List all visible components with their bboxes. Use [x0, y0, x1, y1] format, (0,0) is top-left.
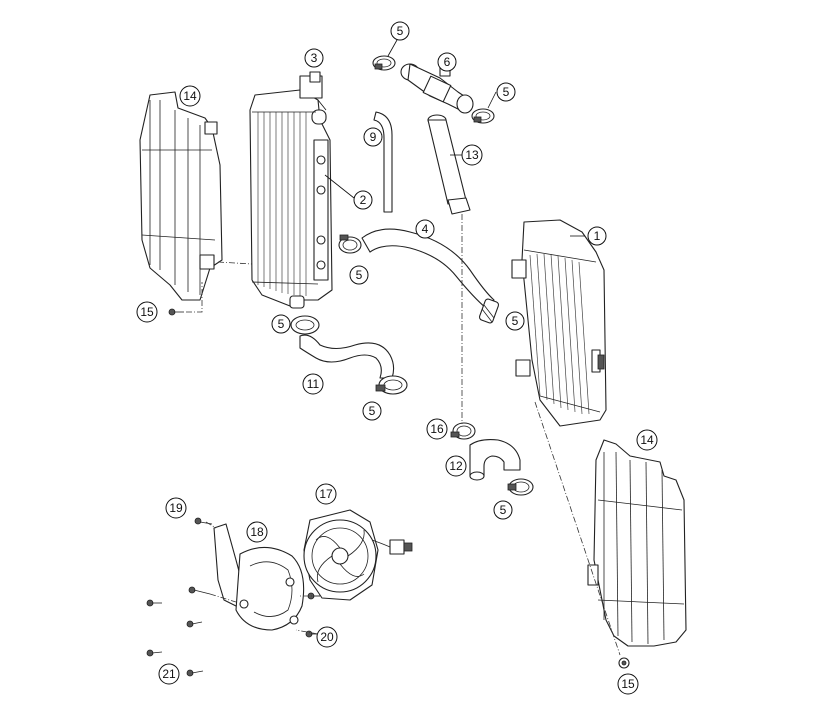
- screw: [168, 308, 184, 316]
- callout-12: 12: [445, 455, 467, 477]
- callout-5: 5: [390, 21, 410, 41]
- assembly-lines: [186, 214, 621, 656]
- callout-2: 2: [353, 190, 373, 210]
- fan-bracket: [213, 523, 305, 631]
- screw: [188, 586, 211, 595]
- hose-clamp: [372, 55, 396, 71]
- svg-text:5: 5: [397, 24, 404, 38]
- thermostat-housing: [400, 63, 474, 114]
- callout-19: 19: [165, 497, 187, 519]
- hose-clamp: [471, 108, 495, 124]
- svg-text:5: 5: [278, 317, 285, 331]
- callout-13: 13: [461, 144, 483, 166]
- svg-text:17: 17: [319, 487, 333, 501]
- callout-5: 5: [349, 265, 369, 285]
- right-radiator-guard: [587, 439, 687, 647]
- callout-5: 5: [362, 401, 382, 421]
- right-radiator: [511, 219, 607, 427]
- svg-text:19: 19: [169, 501, 183, 515]
- callout-5: 5: [271, 314, 291, 334]
- hose-9: [373, 111, 393, 213]
- callout-14: 14: [636, 429, 658, 451]
- hose-clamp: [478, 298, 500, 324]
- hose-11: [299, 334, 395, 379]
- screw: [194, 517, 213, 525]
- svg-text:9: 9: [370, 130, 377, 144]
- left-radiator: [249, 71, 333, 309]
- callout-17: 17: [315, 483, 337, 505]
- hose-13: [427, 114, 471, 215]
- callout-21: 21: [158, 663, 180, 685]
- hose-clamp: [338, 234, 362, 254]
- svg-text:18: 18: [250, 525, 264, 539]
- callout-11: 11: [302, 373, 324, 395]
- callout-5: 5: [496, 82, 516, 102]
- svg-text:12: 12: [449, 459, 463, 473]
- svg-text:21: 21: [162, 667, 176, 681]
- callout-15: 15: [136, 301, 158, 323]
- screw: [186, 669, 204, 677]
- svg-text:5: 5: [369, 404, 376, 418]
- svg-text:5: 5: [503, 85, 510, 99]
- svg-text:15: 15: [140, 305, 154, 319]
- callout-5: 5: [493, 500, 513, 520]
- callout-3: 3: [304, 48, 324, 68]
- callout-6: 6: [437, 52, 457, 72]
- screw: [146, 649, 163, 657]
- svg-text:5: 5: [500, 503, 507, 517]
- callout-20: 20: [316, 626, 338, 648]
- callout-14: 14: [179, 85, 201, 107]
- left-radiator-guard: [139, 91, 223, 301]
- callout-5: 5: [505, 311, 525, 331]
- svg-text:6: 6: [444, 55, 451, 69]
- hose-clamp: [450, 422, 476, 440]
- callout-15: 15: [617, 673, 639, 695]
- hose-clamp: [507, 478, 534, 496]
- callout-16: 16: [426, 418, 448, 440]
- svg-text:20: 20: [320, 630, 334, 644]
- hose-4: [361, 228, 495, 309]
- screw: [305, 630, 318, 638]
- screw: [146, 599, 162, 607]
- svg-text:13: 13: [465, 148, 479, 162]
- svg-text:5: 5: [356, 268, 363, 282]
- hose-clamp: [375, 375, 408, 395]
- hose-12: [469, 439, 521, 481]
- svg-text:2: 2: [360, 193, 367, 207]
- svg-text:4: 4: [422, 222, 429, 236]
- callout-4: 4: [415, 219, 435, 239]
- callout-18: 18: [246, 521, 268, 543]
- screw: [186, 620, 203, 628]
- callout-1: 1: [587, 226, 607, 246]
- leader-lines: [317, 39, 585, 237]
- svg-text:5: 5: [512, 314, 519, 328]
- svg-text:1: 1: [594, 229, 601, 243]
- hose-clamp: [290, 315, 320, 335]
- svg-text:11: 11: [307, 377, 320, 391]
- svg-text:15: 15: [621, 677, 635, 691]
- svg-text:16: 16: [430, 422, 444, 436]
- svg-text:14: 14: [640, 433, 654, 447]
- svg-text:3: 3: [311, 51, 318, 65]
- cooling-fan: [303, 509, 413, 601]
- screw: [618, 657, 630, 669]
- svg-text:14: 14: [183, 89, 197, 103]
- callout-9: 9: [363, 127, 383, 147]
